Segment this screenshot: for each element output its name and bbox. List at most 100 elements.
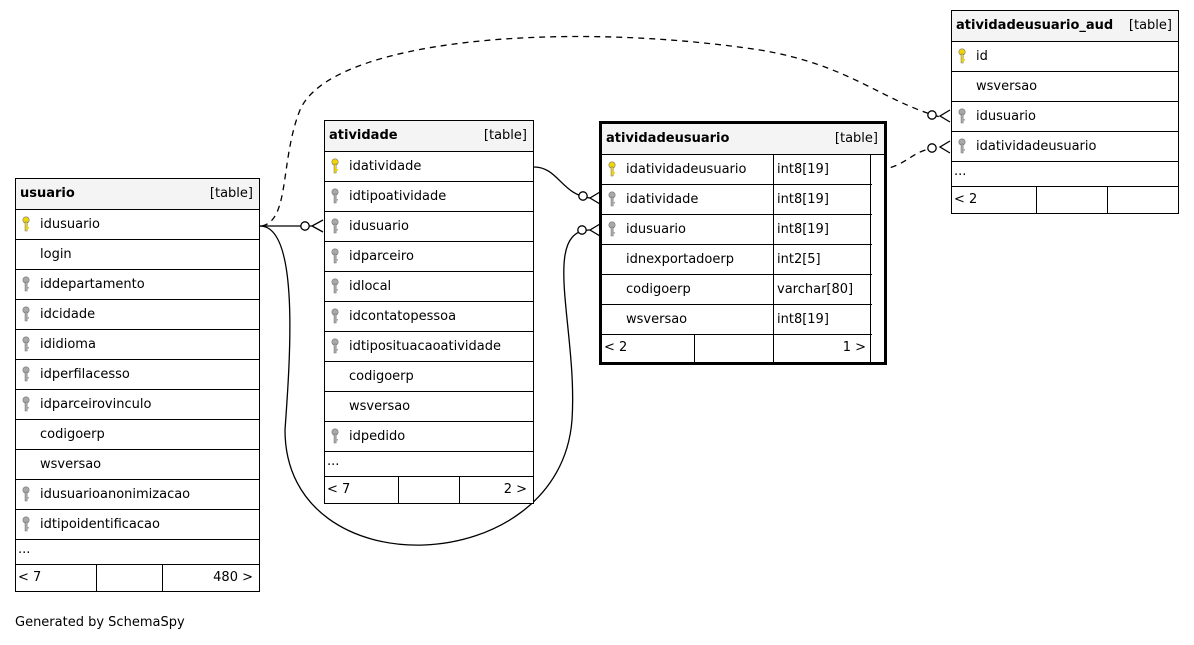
table-type: [table] [209,186,253,201]
row-count: 480 > [213,570,253,585]
column-row-idlocal[interactable]: idlocal [325,272,533,302]
table-header: atividadeusuario [table] [602,124,884,155]
column-name: codigoerp [349,369,414,384]
column-row-wsversao[interactable]: wsversao [16,450,259,480]
optional-circle [578,191,588,201]
foreign-key-icon [331,338,341,354]
optional-circle [577,225,587,235]
column-row-idatividade[interactable]: idatividade [325,152,533,182]
foreign-key-icon [331,308,341,324]
column-name: codigoerp [626,282,691,297]
column-row-codigoerp[interactable]: codigoerp [325,362,533,392]
crowfoot-marker [938,109,951,123]
no-key [22,426,32,442]
footer-divider [96,565,97,591]
foreign-key-icon [608,191,618,207]
table-name[interactable]: usuario [20,186,75,201]
table-header: atividade [table] [325,121,533,152]
no-key [608,251,618,267]
crowfoot-marker [588,223,601,237]
column-row-id[interactable]: id [952,42,1178,72]
table-usuario[interactable]: usuario [table] idusuario login iddepartam… [15,178,260,592]
column-row-idparceiro[interactable]: idparceiro [325,242,533,272]
column-divider [773,245,774,275]
table-footer: < 7 2 > [325,477,533,503]
column-row-idusuario[interactable]: idusuario [952,102,1178,132]
column-row-wsversao[interactable]: wsversao [325,392,533,422]
table-atividadeusuario[interactable]: atividadeusuario [table] idatividadeusua… [599,121,887,365]
more-indicator: ... [18,542,31,557]
column-row-idpedido[interactable]: idpedido [325,422,533,452]
row-count: 2 > [503,482,527,497]
column-name: wsversao [626,312,688,327]
edge-aud-usuario [261,35,941,227]
column-type: int8[19] [777,192,829,207]
column-name: idatividadeusuario [976,139,1097,154]
generated-by-text: Generated by SchemaSpy [15,615,185,630]
column-name: idnexportadoerp [626,252,734,267]
column-row-wsversao[interactable]: wsversao [952,72,1178,102]
foreign-key-icon [22,396,32,412]
column-row-idtipoatividade[interactable]: idtipoatividade [325,182,533,212]
footer-divider [694,335,695,362]
column-name: id [976,49,988,64]
column-row-login[interactable]: login [16,240,259,270]
column-name: idtipoidentificacao [40,517,160,532]
more-indicator: ... [954,164,967,179]
foreign-key-icon [22,516,32,532]
foreign-key-icon [331,278,341,294]
column-row-idatividadeusuario[interactable]: idatividadeusuario [952,132,1178,162]
column-name: idusuario [626,222,686,237]
column-row-idusuario[interactable]: idusuario [16,210,259,240]
column-row-idcontatopessoa[interactable]: idcontatopessoa [325,302,533,332]
column-row-idtiposituacaoatividade[interactable]: idtiposituacaoatividade [325,332,533,362]
column-list: id wsversao idusuario idatividadeusuario [952,42,1178,162]
crowfoot-marker [938,140,951,154]
column-row-idusuario[interactable]: idusuario int8[19] [602,215,872,245]
more-columns: ... [952,162,1178,187]
footer-divider [398,477,399,503]
more-columns: ... [325,452,533,477]
column-row-idperfilacesso[interactable]: idperfilacesso [16,360,259,390]
column-row-idusuario[interactable]: idusuario [325,212,533,242]
table-header: atividadeusuario_aud [table] [952,11,1178,42]
column-name: login [40,247,72,262]
column-row-idparceirovinculo[interactable]: idparceirovinculo [16,390,259,420]
foreign-key-icon [331,188,341,204]
column-row-iddepartamento[interactable]: iddepartamento [16,270,259,300]
column-row-idcidade[interactable]: idcidade [16,300,259,330]
table-name[interactable]: atividadeusuario_aud [956,18,1114,33]
foreign-key-icon [608,221,618,237]
column-name: wsversao [976,79,1038,94]
column-row-codigoerp[interactable]: codigoerp [16,420,259,450]
primary-key-icon [22,216,32,232]
optional-circle [300,221,310,231]
column-name: idusuarioanonimizacao [40,487,191,502]
parent-count: < 2 [604,340,628,355]
table-name[interactable]: atividadeusuario [606,131,730,146]
column-name: idatividadeusuario [626,162,747,177]
no-key [608,311,618,327]
column-row-idtipoidentificacao[interactable]: idtipoidentificacao [16,510,259,540]
column-name: wsversao [349,399,411,414]
row-count: 1 > [842,340,866,355]
primary-key-icon [331,158,341,174]
column-type: int8[19] [777,222,829,237]
column-row-ididioma[interactable]: ididioma [16,330,259,360]
footer-divider [1036,187,1037,213]
table-type: [table] [834,131,878,146]
more-indicator: ... [327,454,340,469]
table-footer: < 2 1 > [602,335,872,362]
table-name[interactable]: atividade [329,128,398,143]
column-row-idusuarioanonimizacao[interactable]: idusuarioanonimizacao [16,480,259,510]
footer-divider [162,565,163,591]
